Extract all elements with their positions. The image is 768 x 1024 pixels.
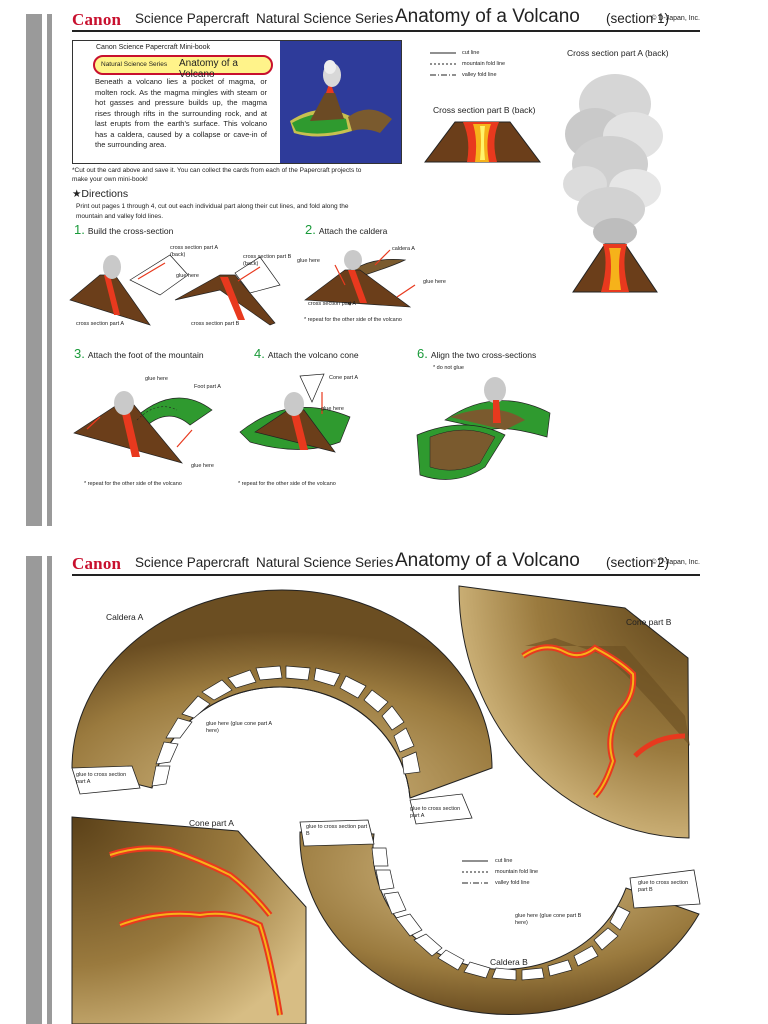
s2-repeat-note: * repeat for the other side of the volca… [304,317,402,323]
s3-glue-1-label: glue here [145,376,168,382]
s6-noglue-note: * do not glue [433,365,464,371]
copyright: © D-Japan, Inc. [651,15,700,22]
cross-section-b-label: Cross section part B (back) [433,105,536,115]
cone-a-piece [71,816,307,1024]
glue-b-note: glue here (glue cone part B here) [515,913,582,926]
series-label: Science Papercraft [135,555,250,570]
canon-logo: Canon [72,554,122,573]
cone-a-label: Cone part A [189,818,234,828]
directions-text: Print out pages 1 through 4, cut out eac… [76,203,349,220]
step-3-number: 3. [74,346,85,361]
page1-side-bar [26,14,42,526]
step-4: 4.Attach the volcano cone [254,346,359,361]
s1-cs-a-label: cross section part A [76,321,124,327]
page1-header: Canon Science Papercraft Natural Science… [72,6,700,32]
section-label: (section 2) [606,555,670,570]
legend-valley: valley fold line [462,72,497,78]
legend-mountain: mountain fold line [462,61,506,67]
s1-cs-b-label: cross section part B [191,321,240,327]
s1-cs-b-back-label: cross section part B (back) [243,254,292,267]
step-2-number: 2. [305,222,316,237]
caldera-a-piece [71,589,493,825]
step-4-label: Attach the volcano cone [267,350,359,360]
page1-side-bar-thin [47,14,52,526]
page-title: Anatomy of a Volcano [395,550,580,571]
step-6-number: 6. [417,346,428,361]
step-1-number: 1. [74,222,85,237]
step-2-illustration [304,249,416,308]
caldera-b-label: Caldera B [490,957,528,967]
s2-cs-a-label: cross section part A [308,301,356,307]
step-3-illustration [73,391,213,464]
tab-a1-label: glue to cross section part A [76,772,127,785]
step-3: 3.Attach the foot of the mountain [74,346,204,361]
page2-legend-lines [462,860,488,884]
pill-title: Anatomy of a Volcano [179,58,238,80]
step-2: 2.Attach the caldera [305,222,387,237]
s3-glue-2-label: glue here [191,463,214,469]
s2-caldera-a-label: caldera A [392,246,415,252]
page2-side-bar [26,556,42,1024]
legend-valley: valley fold line [495,880,530,886]
s3-foot-label: Foot part A [194,384,221,390]
s1-cs-a-back-label: cross section part A (back) [170,245,218,258]
glue-a-note: glue here (glue cone part A here) [206,721,272,734]
page1-legend-lines [430,52,456,76]
minibook-label: Canon Science Papercraft Mini-book [96,44,211,51]
step-6: 6.Align the two cross-sections [417,346,536,361]
step-3-label: Attach the foot of the mountain [87,350,204,360]
cross-section-a-label: Cross section part A (back) [567,48,669,58]
caldera-b-piece [299,819,701,1016]
step-1-illustration [69,254,281,326]
section-label: (section 1) [606,11,670,26]
cross-section-a-illustration [563,74,663,293]
step-2-label: Attach the caldera [318,226,388,236]
card-description: Beneath a volcano lies a pocket of magma… [95,77,267,149]
tab-b2-label: glue to cross section part B [638,880,689,893]
tab-a2-label: glue to cross section part A [410,806,461,819]
legend-cut: cut line [462,50,480,56]
directions-heading: ★Directions [72,188,129,200]
step-6-label: Align the two cross-sections [430,350,537,360]
canon-logo: Canon [72,10,122,29]
s4-repeat-note: * repeat for the other side of the volca… [238,481,336,487]
card-volcano-illustration [280,41,401,163]
s4-glue-label: glue here [321,406,344,412]
page2-side-bar-thin [47,556,52,1024]
tab-b1-label: glue to cross section part B [306,824,368,837]
step-4-number: 4. [254,346,265,361]
cone-b-piece [458,585,690,839]
legend-mountain: mountain fold line [495,869,539,875]
s2-glue-1-label: glue here [297,258,320,264]
step-1-label: Build the cross-section [87,226,174,236]
card-title-pill: Natural Science Series Anatomy of a Volc… [93,55,273,80]
s2-glue-2-label: glue here [423,279,446,285]
s4-cone-label: Cone part A [329,375,359,381]
page2-header: Canon Science Papercraft Natural Science… [72,550,700,576]
step-1: 1.Build the cross-section [74,222,173,237]
minibook-card: Canon Science Papercraft Mini-book Natur… [72,40,402,164]
step-4-illustration [239,373,351,453]
s1-glue-label: glue here [176,273,199,279]
card-note: *Cut out the card above and save it. You… [72,167,362,183]
s3-repeat-note: * repeat for the other side of the volca… [84,481,182,487]
legend-cut: cut line [495,858,513,864]
caldera-a-label: Caldera A [106,612,144,622]
series-label: Science Papercraft [135,11,250,26]
series-sub-label: Natural Science Series [256,555,394,570]
step-6-illustration [416,377,551,480]
pill-series: Natural Science Series [101,61,168,68]
series-sub-label: Natural Science Series [256,11,394,26]
cross-section-b-illustration [424,121,541,163]
copyright: © D-Japan, Inc. [651,559,700,566]
cone-b-label: Cone part B [626,617,672,627]
page-title: Anatomy of a Volcano [395,6,580,27]
